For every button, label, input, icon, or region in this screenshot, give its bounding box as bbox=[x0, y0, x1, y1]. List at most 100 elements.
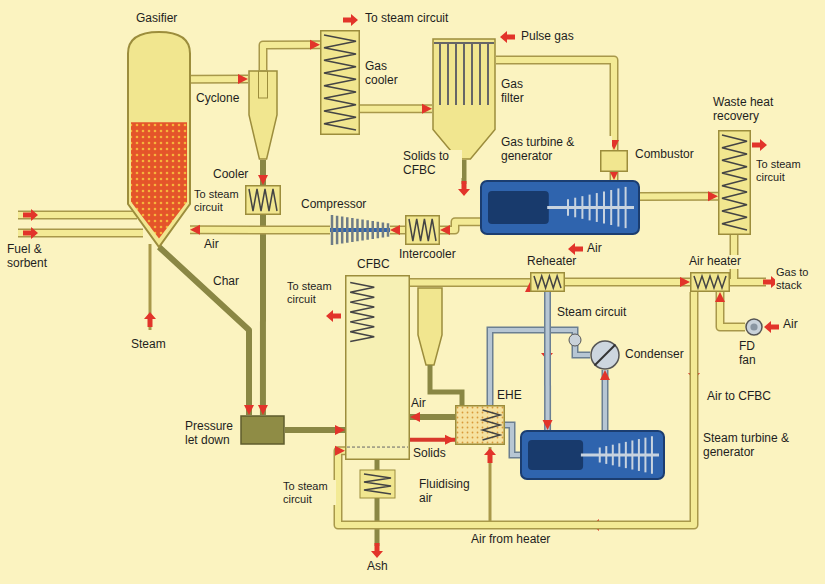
drawing-part bbox=[610, 190, 612, 225]
flow-label: Air bbox=[586, 242, 603, 256]
pipe-connector bbox=[565, 282, 690, 283]
component-label: Pressure let down bbox=[184, 420, 240, 448]
pipe-connector bbox=[190, 229, 330, 230]
cyclone-separator: Cyclone bbox=[248, 70, 278, 160]
drawing-part bbox=[324, 35, 356, 130]
component-label: Intercooler bbox=[398, 248, 457, 262]
flow-label: Steam circuit bbox=[556, 306, 627, 320]
cooler-exchanger: Cooler bbox=[245, 185, 281, 215]
solids-pipe bbox=[462, 160, 467, 184]
drawing-part bbox=[434, 42, 494, 44]
fd-fan-shape bbox=[745, 318, 763, 336]
pipe-stroke bbox=[190, 76, 248, 82]
pipe-stroke bbox=[190, 75, 248, 84]
flow-label: Pulse gas bbox=[520, 30, 575, 44]
drawing-part bbox=[128, 32, 190, 247]
drawing-part bbox=[589, 195, 591, 221]
condenser-symbol-shape bbox=[590, 340, 620, 370]
arrow-head bbox=[604, 370, 605, 430]
combustor-box-shape bbox=[600, 150, 628, 172]
drawing-part bbox=[249, 71, 277, 159]
pressure-let-down: Pressure let down bbox=[240, 415, 285, 445]
drawing-part bbox=[638, 439, 640, 471]
gasifier-vessel: Gasifier bbox=[128, 32, 190, 247]
cfbc-cyclone bbox=[418, 288, 442, 365]
arrow-head bbox=[285, 430, 345, 431]
arrow-head bbox=[614, 172, 615, 180]
pipe-connector bbox=[360, 108, 432, 109]
pipe-connector bbox=[410, 282, 530, 283]
component-label: Reheater bbox=[526, 255, 577, 269]
drawing-part bbox=[488, 191, 549, 224]
drawing-part bbox=[618, 443, 620, 466]
pipe-connector bbox=[410, 417, 455, 418]
drawing-part bbox=[356, 219, 359, 242]
air-heater: Air heater bbox=[690, 272, 730, 292]
drawing-part bbox=[350, 282, 374, 341]
flow-arrow bbox=[326, 310, 341, 322]
arrow-head bbox=[263, 160, 264, 185]
drawing-part bbox=[456, 406, 505, 445]
drawing-part bbox=[612, 445, 614, 466]
drawing-part bbox=[479, 42, 481, 105]
drawing-part bbox=[241, 416, 284, 444]
pipe-connector bbox=[640, 196, 718, 197]
drawing-part bbox=[377, 222, 380, 239]
fd-fan: FD fan bbox=[745, 318, 763, 336]
fuel-pipe bbox=[18, 215, 143, 233]
gas-turbine: Gas turbine & generator bbox=[480, 180, 640, 235]
component-label: EHE bbox=[496, 389, 523, 403]
drawing-part bbox=[455, 42, 457, 105]
cyclone-separator-shape bbox=[248, 70, 278, 160]
drawing-part bbox=[750, 323, 757, 330]
flow-arrow bbox=[484, 448, 496, 463]
flow-label: Air from heater bbox=[470, 533, 551, 547]
drawing-part bbox=[321, 31, 360, 135]
intercooler-exchanger: Intercooler bbox=[405, 215, 440, 245]
combustor-box: Combustor bbox=[600, 150, 628, 172]
flow-label: Char bbox=[212, 275, 240, 289]
reheater-exchanger-shape bbox=[530, 272, 565, 292]
flow-arrow bbox=[458, 181, 470, 196]
flow-label: Gas to stack bbox=[775, 266, 821, 291]
compressor-symbol: Compressor bbox=[330, 215, 390, 245]
drawing-part bbox=[625, 442, 627, 468]
pipe-stroke bbox=[159, 247, 249, 415]
flow-arrow bbox=[764, 321, 779, 333]
drawing-part bbox=[574, 198, 576, 218]
cfbc-vessel: CFBC bbox=[345, 275, 410, 460]
flow-arrow bbox=[371, 543, 383, 558]
drawing-part bbox=[371, 221, 374, 239]
flow-label: Air bbox=[203, 238, 220, 252]
arrow-head bbox=[565, 282, 690, 283]
pipe-stroke bbox=[360, 106, 432, 112]
drawing-part bbox=[471, 42, 473, 105]
drawing-part bbox=[249, 189, 277, 211]
pipe-connector bbox=[285, 430, 345, 431]
pipe-stroke bbox=[603, 370, 607, 430]
pipe-stroke bbox=[263, 45, 320, 70]
pipe-stroke bbox=[440, 222, 480, 230]
pipe-connector bbox=[159, 247, 249, 415]
flow-label: Air bbox=[410, 397, 427, 411]
pipe-stroke bbox=[720, 292, 745, 327]
drawing-part bbox=[331, 215, 334, 245]
gas-turbine-shape bbox=[480, 180, 640, 235]
flow-arrow bbox=[343, 14, 358, 26]
pipe-stroke bbox=[260, 160, 266, 185]
flow-label: To steam circuit bbox=[193, 188, 245, 213]
arrow-head bbox=[720, 292, 745, 327]
component-label: Air heater bbox=[688, 255, 742, 269]
pipe-connector bbox=[440, 222, 480, 230]
flow-label: Solids bbox=[412, 447, 447, 461]
ash-cooler bbox=[360, 470, 395, 498]
pipe-connector bbox=[262, 215, 263, 415]
pipe-stroke bbox=[390, 226, 405, 235]
component-label: Gas filter bbox=[500, 78, 542, 106]
gasifier-vessel-shape bbox=[128, 32, 190, 247]
component-label: Condenser bbox=[624, 348, 685, 362]
drawing-part bbox=[406, 216, 440, 245]
component-label: Gasifier bbox=[135, 12, 178, 26]
drawing-part bbox=[601, 151, 628, 172]
